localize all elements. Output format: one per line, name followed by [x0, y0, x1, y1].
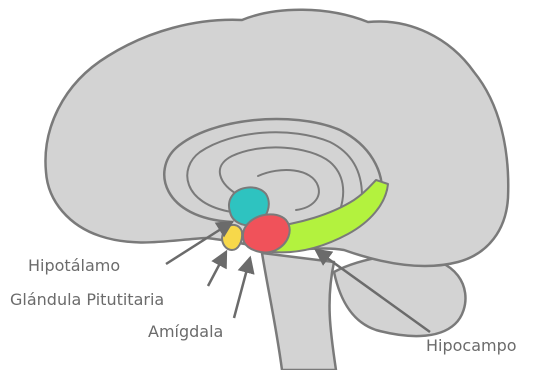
- cerebellum: [334, 255, 465, 336]
- amygdala-arrow: [234, 258, 250, 318]
- label-hippocampus: Hipocampo: [426, 336, 517, 356]
- label-hypothalamus: Hipotálamo: [28, 256, 120, 276]
- brain-stem: [262, 253, 336, 370]
- label-pituitary-gland: Glándula Pitutitaria: [10, 290, 164, 310]
- label-amygdala: Amígdala: [148, 322, 223, 342]
- pituitary-arrow: [208, 252, 226, 286]
